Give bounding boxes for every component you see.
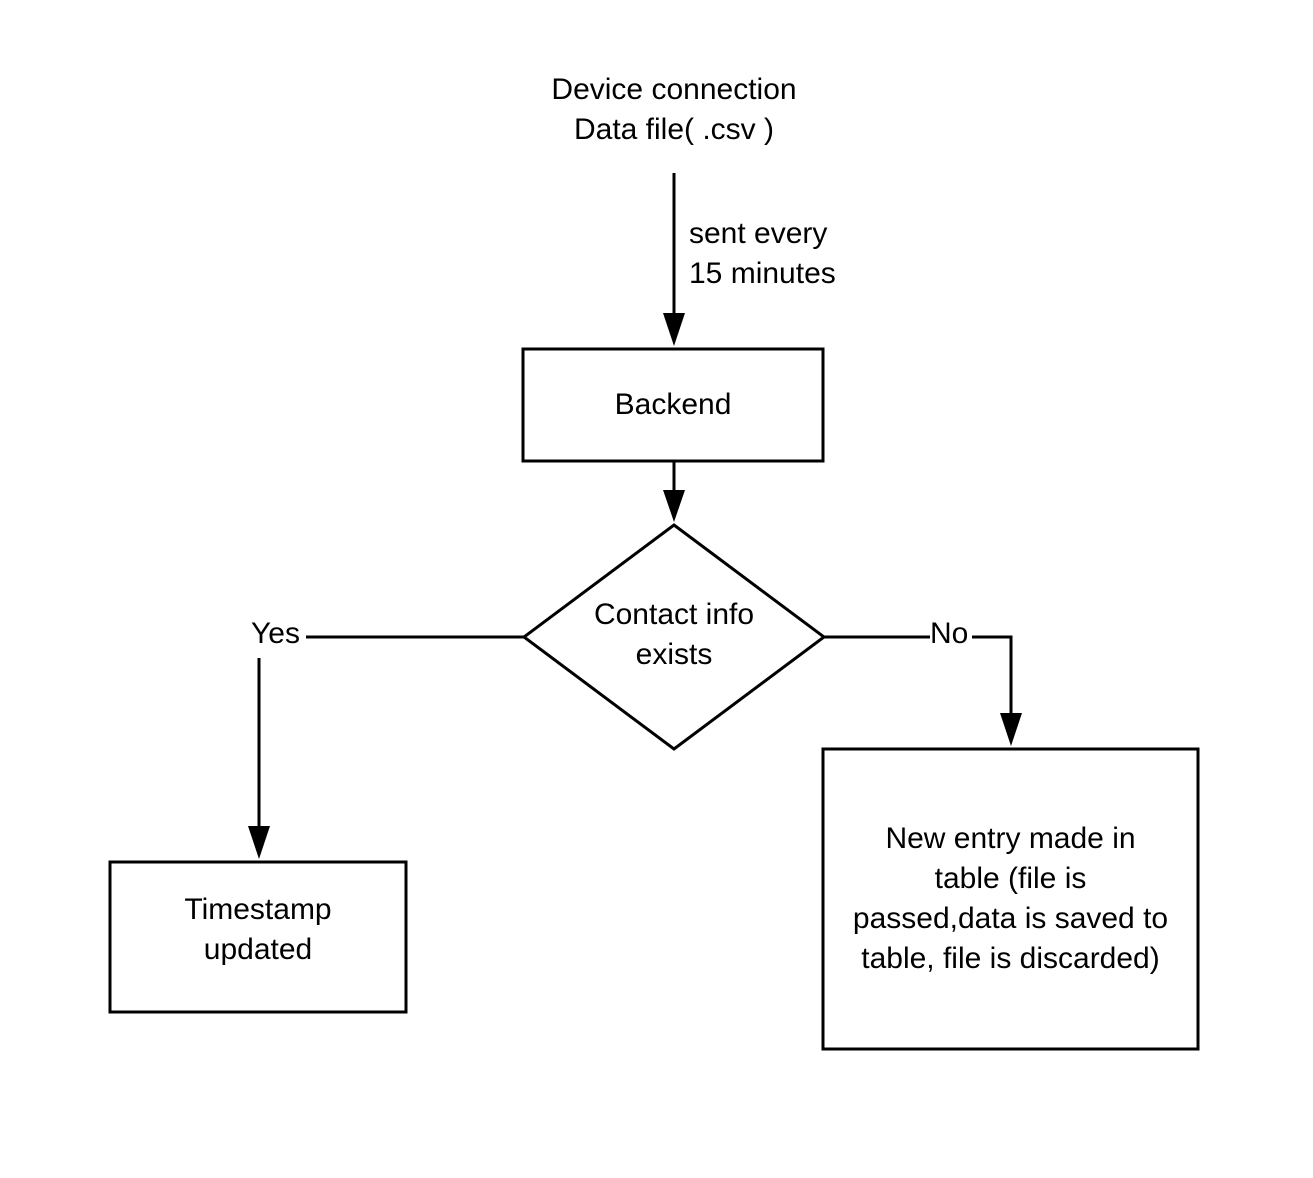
new-entry-line1: New entry made in	[885, 822, 1136, 855]
backend-label: Backend	[523, 349, 823, 461]
source-line2: Data file( .csv )	[573, 113, 775, 146]
decision-diamond	[521, 523, 827, 751]
yes-label: Yes	[251, 614, 300, 654]
backend-text: Backend	[614, 388, 732, 421]
timestamp-line1: Timestamp	[184, 893, 332, 926]
arrowhead-yes	[248, 826, 270, 859]
yes-text: Yes	[251, 617, 300, 650]
source-line1: Device connection	[551, 73, 797, 106]
no-label: No	[930, 614, 968, 654]
arrowhead-backend-to-decision	[663, 490, 685, 522]
timestamp-label: Timestamp updated	[110, 885, 406, 975]
new-entry-box	[821, 747, 1200, 1051]
timestamp-line2: updated	[203, 933, 313, 966]
source-label: Device connection Data file( .csv )	[474, 70, 874, 150]
arrowhead-source-to-backend	[663, 313, 685, 346]
decision-label: Contact info exists	[574, 594, 774, 676]
new-entry-line2: table (file is	[934, 862, 1087, 895]
new-entry-line3: passed,data is saved to	[852, 902, 1169, 935]
timestamp-box	[108, 860, 408, 1014]
edge-label-line1: sent every	[689, 217, 828, 250]
no-text: No	[930, 617, 969, 650]
no-branch-line-right	[972, 635, 1013, 716]
new-entry-line4: table, file is discarded)	[861, 942, 1160, 975]
arrowhead-no	[1000, 713, 1022, 746]
decision-line1: Contact info	[593, 598, 755, 631]
edge-label-send-interval: sent every 15 minutes	[689, 214, 836, 294]
decision-line2: exists	[635, 638, 713, 671]
edge-label-line2: 15 minutes	[689, 257, 836, 290]
new-entry-label: New entry made in table (file is passed,…	[823, 809, 1198, 989]
